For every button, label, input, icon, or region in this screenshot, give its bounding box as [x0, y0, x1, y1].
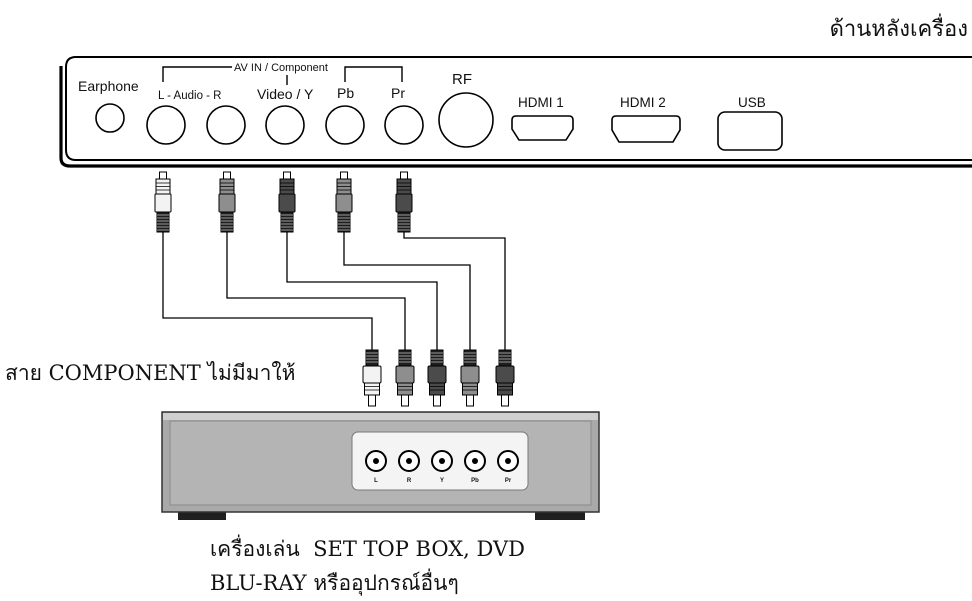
pr-label: Pr: [391, 85, 405, 101]
av-bracket-right: [344, 66, 403, 82]
cable-l: [162, 232, 373, 350]
top-plug-l: [154, 171, 172, 233]
bottom-plug-y: [427, 349, 447, 407]
top-plug-pr: [395, 171, 413, 233]
cable-y: [286, 232, 438, 350]
tv-back-panel: Earphone AV IN / Component L - Audio - R…: [59, 56, 972, 168]
device-jack-r: [398, 450, 420, 472]
audio-r-jack: [206, 105, 246, 145]
rf-label: RF: [452, 71, 472, 88]
device-jack-label-pr: Pr: [505, 478, 512, 484]
earphone-jack: [95, 103, 125, 133]
rf-jack: [438, 92, 494, 148]
bottom-plug-r: [395, 349, 415, 407]
tv-panel-shadow: [59, 66, 972, 168]
earphone-label: Earphone: [78, 78, 139, 94]
top-plug-r: [218, 171, 236, 233]
device-jack-label-y: Y: [440, 478, 444, 484]
bottom-plug-l: [362, 349, 382, 407]
device-jack-label-l: L: [374, 478, 378, 484]
pr-jack: [384, 105, 424, 145]
pb-label: Pb: [337, 85, 354, 101]
hdmi2-label: HDMI 2: [620, 95, 666, 110]
device-jack-label-pb: Pb: [471, 478, 479, 484]
cable-r: [226, 232, 406, 350]
av-in-component-label: AV IN / Component: [234, 62, 328, 74]
video-y-jack: [265, 105, 305, 145]
source-device: L R Y Pb Pr: [161, 411, 600, 520]
cable-not-included-note: สาย COMPONENT ไม่มีมาให้: [5, 361, 295, 385]
bottom-plug-pr: [495, 349, 515, 407]
rear-view-title: ด้านหลังเครื่อง: [830, 13, 968, 42]
pb-jack: [325, 105, 365, 145]
device-jack-pr: [497, 450, 519, 472]
video-y-label: Video / Y: [257, 86, 314, 102]
component-cables: [154, 171, 515, 407]
usb-label: USB: [738, 95, 766, 110]
caption-line-2: BLU-RAY หรืออุปกรณ์อื่นๆ: [210, 568, 459, 596]
top-plug-y: [278, 171, 296, 233]
device-jack-label-r: R: [407, 478, 412, 484]
caption-line-1: เครื่องเล่น SET TOP BOX, DVD: [210, 534, 525, 561]
usb-port: [717, 111, 783, 151]
top-plug-pb: [335, 171, 353, 233]
device-jack-y: [431, 450, 453, 472]
bottom-plug-pb: [460, 349, 480, 407]
device-top-edge: [163, 413, 598, 420]
hdmi2-port: [611, 115, 681, 143]
audio-l-jack: [146, 105, 186, 145]
device-jack-l: [365, 450, 387, 472]
audio-label: L - Audio - R: [158, 90, 222, 102]
cable-pr: [403, 232, 506, 350]
hdmi1-port: [511, 115, 574, 141]
hdmi1-label: HDMI 1: [518, 95, 564, 110]
cable-pb: [343, 232, 471, 350]
av-bracket-left: [162, 66, 232, 82]
device-jack-pb: [464, 450, 486, 472]
